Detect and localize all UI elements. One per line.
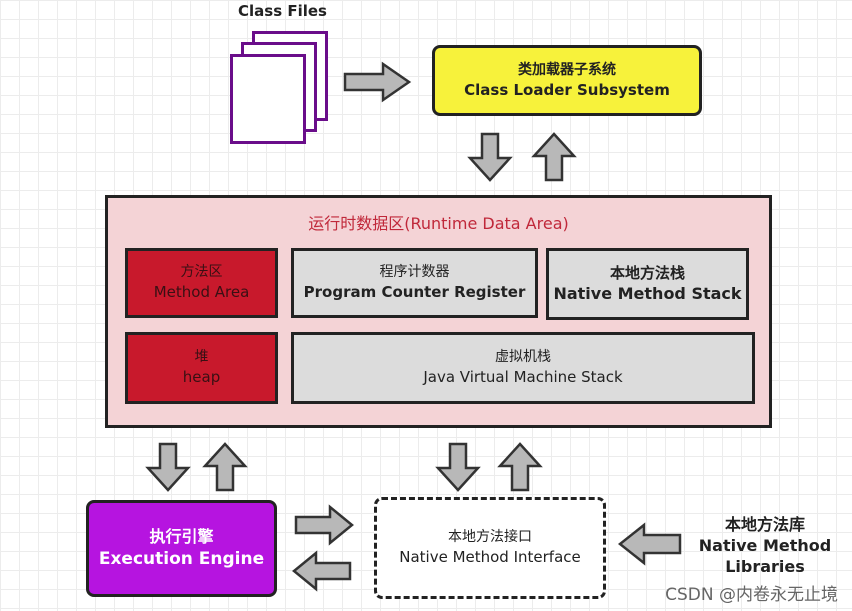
- arrow-down-icon: [467, 132, 513, 182]
- class-files-label: Class Files: [238, 2, 327, 20]
- class-loader-subsystem: 类加载器子系统 Class Loader Subsystem: [432, 45, 702, 116]
- execution-engine-cn: 执行引擎: [149, 527, 214, 547]
- heap-cn: 堆: [194, 349, 209, 366]
- arrow-left-icon: [292, 550, 352, 592]
- native-method-interface: 本地方法接口 Native Method Interface: [374, 497, 606, 599]
- native-method-stack-en: Native Method Stack: [553, 284, 742, 304]
- arrow-right-icon: [343, 61, 412, 103]
- heap: 堆 heap: [125, 332, 278, 404]
- arrow-left-icon: [617, 522, 682, 566]
- arrow-up-icon: [531, 132, 577, 182]
- libraries-en-line2: Libraries: [725, 556, 805, 576]
- heap-en: heap: [182, 368, 221, 387]
- watermark: CSDN @内卷永无止境: [665, 585, 838, 605]
- class-loader-cn: 类加载器子系统: [518, 61, 616, 78]
- libraries-cn: 本地方法库: [724, 515, 805, 534]
- jvm-stack: 虚拟机栈 Java Virtual Machine Stack: [291, 332, 755, 404]
- native-method-stack-cn: 本地方法栈: [609, 264, 685, 283]
- native-method-stack: 本地方法栈 Native Method Stack: [546, 248, 749, 320]
- execution-engine-en: Execution Engine: [98, 548, 265, 569]
- jvm-stack-en: Java Virtual Machine Stack: [423, 368, 623, 387]
- arrow-down-icon: [435, 442, 481, 492]
- arrow-down-icon: [145, 442, 191, 492]
- program-counter-register: 程序计数器 Program Counter Register: [291, 248, 538, 318]
- method-area-cn: 方法区: [180, 264, 223, 281]
- jvm-stack-cn: 虚拟机栈: [495, 349, 551, 366]
- class-loader-en: Class Loader Subsystem: [464, 80, 670, 99]
- pc-register-cn: 程序计数器: [379, 264, 450, 281]
- nmi-en: Native Method Interface: [399, 548, 581, 567]
- nmi-cn: 本地方法接口: [448, 529, 532, 546]
- arrow-up-icon: [202, 442, 248, 492]
- native-method-libraries: 本地方法库 Native Method Libraries: [690, 515, 840, 577]
- pc-register-en: Program Counter Register: [303, 283, 526, 302]
- method-area: 方法区 Method Area: [125, 248, 278, 318]
- arrow-right-icon: [294, 504, 354, 546]
- runtime-data-area: 运行时数据区(Runtime Data Area) 方法区 Method Are…: [105, 195, 772, 428]
- class-file-page: [230, 54, 306, 144]
- runtime-data-area-title: 运行时数据区(Runtime Data Area): [308, 214, 569, 233]
- arrow-up-icon: [497, 442, 543, 492]
- method-area-en: Method Area: [153, 283, 250, 302]
- libraries-en-line1: Native Method: [698, 535, 832, 555]
- execution-engine: 执行引擎 Execution Engine: [86, 500, 277, 597]
